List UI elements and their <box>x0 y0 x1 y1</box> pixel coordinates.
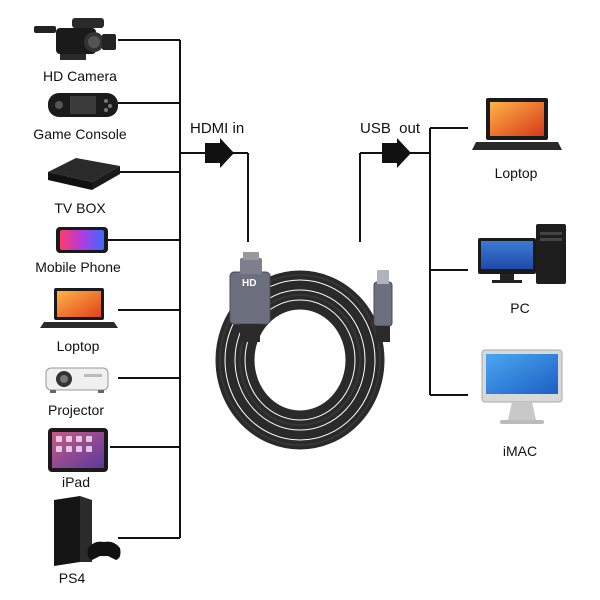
usb-out-arrow-icon <box>382 138 411 168</box>
input-device-label-ps4: PS4 <box>58 570 86 586</box>
laptop-icon <box>472 98 562 150</box>
projector-icon <box>45 367 109 393</box>
hdmi-in-label: HDMI in <box>190 120 245 137</box>
mobile-phone-icon <box>56 227 108 253</box>
adapter-brand-mark: HD <box>242 278 257 289</box>
input-device-label-loptop: Loptop <box>56 338 100 354</box>
tv-box-icon <box>48 158 120 190</box>
desktop-pc-icon <box>478 224 566 284</box>
input-device-label-ipad: iPad <box>61 474 91 490</box>
imac-icon <box>481 349 563 424</box>
game-console-icon <box>48 93 118 117</box>
input-device-label-projector: Projector <box>47 402 105 418</box>
output-device-label-pc: PC <box>510 300 530 316</box>
usb-out-label: USB out <box>360 120 421 137</box>
laptop-icon <box>40 288 118 328</box>
tablet-icon <box>48 428 108 472</box>
hdmi-in-arrow-icon <box>205 138 234 168</box>
input-device-label-mobile-phone: Mobile Phone <box>35 259 121 275</box>
input-device-label-game-console: Game Console <box>33 126 127 142</box>
output-connector-lines <box>359 127 468 396</box>
ps4-console-icon <box>54 496 121 566</box>
input-device-label-tv-box: TV BOX <box>54 200 106 216</box>
output-device-label-imac: iMAC <box>502 443 538 459</box>
camera-icon <box>34 18 116 60</box>
input-connector-lines <box>108 39 249 539</box>
output-device-label-loptop: Loptop <box>494 165 538 181</box>
input-device-label-hd-camera: HD Camera <box>43 68 117 84</box>
hdmi-usb-capture-cable-icon <box>215 252 393 450</box>
